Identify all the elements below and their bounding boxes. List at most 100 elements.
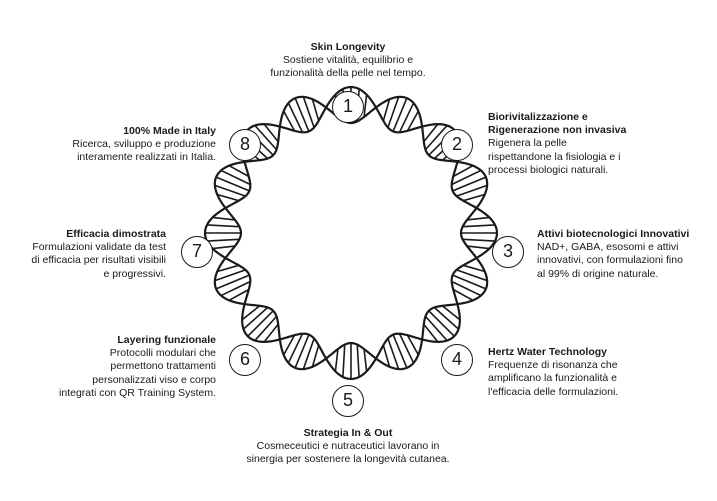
step-5-text: Strategia In & Out Cosmeceutici e nutrac… xyxy=(220,427,476,467)
dna-rung xyxy=(215,176,250,192)
dna-rung xyxy=(212,216,236,221)
dna-rung xyxy=(451,169,482,186)
dna-rung xyxy=(398,102,415,133)
step-6-text: Layering funzionale Protocolli modulari … xyxy=(40,334,216,400)
dna-rung xyxy=(215,274,250,290)
dna-strand-a xyxy=(203,85,499,381)
dna-rung xyxy=(406,110,420,132)
dna-rung xyxy=(242,306,269,330)
dna-rung xyxy=(462,238,496,242)
dna-rung xyxy=(382,344,391,368)
step-4-text: Hertz Water Technology Frequenze di riso… xyxy=(488,346,688,399)
dna-rung xyxy=(216,264,240,273)
dna-rung xyxy=(424,315,448,342)
dna-rung xyxy=(206,224,240,228)
step-3-badge: 3 xyxy=(492,236,524,268)
step-8-text: 100% Made in Italy Ricerca, sviluppo e p… xyxy=(56,125,216,165)
dna-rung xyxy=(228,164,250,178)
dna-rung xyxy=(212,245,236,250)
dna-rung xyxy=(342,344,346,378)
step-8-badge: 8 xyxy=(229,129,261,161)
dna-rung xyxy=(282,110,296,132)
step-3-text: Attivi biotecnologici Innovativi NAD+, G… xyxy=(537,228,712,281)
step-4-badge: 4 xyxy=(441,344,473,376)
step-4-desc: Frequenze di risonanza che amplificano l… xyxy=(488,359,619,398)
dna-rung xyxy=(228,288,250,302)
dna-rung xyxy=(302,338,315,370)
step-2-title: Biorivitalizzazione e Rigenerazione non … xyxy=(488,111,627,137)
dna-rung xyxy=(287,102,304,133)
dna-rung xyxy=(428,310,455,337)
dna-rung xyxy=(392,334,408,369)
dna-rung xyxy=(214,269,246,282)
dna-rung xyxy=(311,344,320,368)
dna-rung xyxy=(423,123,439,143)
dna-rung xyxy=(363,348,368,372)
dna-rung xyxy=(363,94,368,118)
dna-rung xyxy=(356,344,360,378)
step-6-badge: 6 xyxy=(229,344,261,376)
dna-rung xyxy=(334,348,339,372)
dna-rung xyxy=(392,97,408,132)
step-4-title: Hertz Water Technology xyxy=(488,346,608,358)
step-5-title: Strategia In & Out xyxy=(303,427,393,439)
dna-rung xyxy=(456,184,488,197)
dna-rung xyxy=(311,98,320,122)
dna-rung xyxy=(466,216,490,221)
dna-rung xyxy=(220,280,251,297)
step-6-title: Layering funzionale xyxy=(117,334,216,346)
step-8-desc: Ricerca, sviluppo e produzione interamen… xyxy=(72,138,216,164)
dna-rung xyxy=(451,280,482,297)
step-7-badge: 7 xyxy=(181,236,213,268)
dna-rung xyxy=(382,98,391,122)
dna-rung xyxy=(387,338,400,370)
dna-rung xyxy=(254,124,278,151)
dna-rung xyxy=(214,184,246,197)
dna-rung xyxy=(452,274,487,290)
step-1-badge: 1 xyxy=(332,91,364,123)
dna-rung xyxy=(206,238,240,242)
dna-strand-b xyxy=(213,95,489,371)
dna-rung xyxy=(216,193,240,202)
dna-rung xyxy=(302,96,315,128)
step-5-badge: 5 xyxy=(332,385,364,417)
dna-rung xyxy=(294,334,310,369)
dna-rung xyxy=(294,97,310,132)
dna-rung xyxy=(462,224,496,228)
dna-rung xyxy=(220,169,251,186)
dna-rung xyxy=(466,245,490,250)
dna-rung xyxy=(254,315,278,342)
step-2-text: Biorivitalizzazione e Rigenerazione non … xyxy=(488,111,688,177)
dna-rung xyxy=(423,323,439,343)
step-5-desc: Cosmeceutici e nutraceutici lavorano in … xyxy=(246,440,450,466)
step-1-title: Skin Longevity xyxy=(310,41,386,53)
step-8-title: 100% Made in Italy xyxy=(123,125,216,137)
step-3-desc: NAD+, GABA, esosomi e attivi innovativi,… xyxy=(537,241,683,280)
step-6-desc: Protocolli modulari che permettono tratt… xyxy=(59,347,216,399)
dna-rung xyxy=(282,334,296,356)
dna-rung xyxy=(441,305,461,321)
step-1-desc: Sostiene vitalità, equilibrio e funziona… xyxy=(270,54,426,80)
dna-rung xyxy=(398,333,415,364)
dna-rung xyxy=(241,305,261,321)
dna-rung xyxy=(462,264,486,273)
dna-rung xyxy=(263,323,279,343)
dna-rung xyxy=(387,96,400,128)
step-7-title: Efficacia dimostrata xyxy=(66,228,166,240)
step-1-text: Skin Longevity Sostiene vitalità, equili… xyxy=(238,41,458,81)
dna-rung xyxy=(287,333,304,364)
step-2-desc: Rigenera la pelle rispettandone la fisio… xyxy=(488,137,621,176)
dna-rung xyxy=(462,193,486,202)
dna-rung xyxy=(263,123,279,143)
dna-rung xyxy=(424,124,448,151)
dna-rung xyxy=(406,334,420,356)
step-7-desc: Formulazioni validate da test di efficac… xyxy=(31,241,166,280)
dna-rung xyxy=(452,176,487,192)
dna-rung xyxy=(247,310,274,337)
step-3-title: Attivi biotecnologici Innovativi xyxy=(537,228,690,240)
step-2-badge: 2 xyxy=(441,129,473,161)
dna-rung xyxy=(452,288,474,302)
dna-rung xyxy=(456,269,488,282)
dna-rung xyxy=(452,164,474,178)
dna-rung xyxy=(433,306,460,330)
